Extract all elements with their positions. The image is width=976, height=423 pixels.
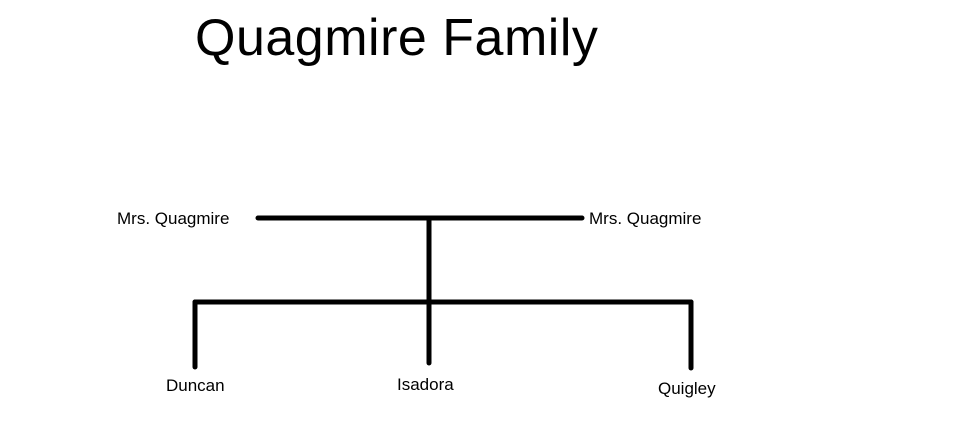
parent-label-left: Mrs. Quagmire: [117, 209, 230, 228]
child-label-isadora: Isadora: [397, 375, 454, 394]
child-label-quigley: Quigley: [658, 379, 716, 398]
diagram-title: Quagmire Family: [195, 9, 599, 67]
child-label-duncan: Duncan: [166, 376, 225, 395]
parent-label-right: Mrs. Quagmire: [589, 209, 702, 228]
